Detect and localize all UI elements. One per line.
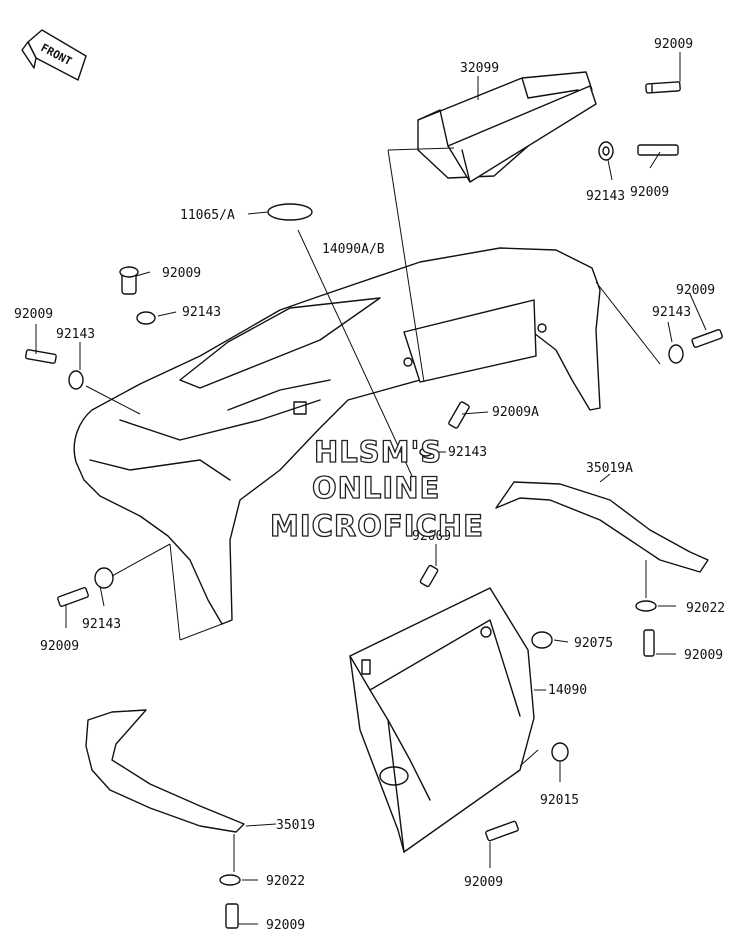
callout-92075: 92075 [574, 636, 613, 651]
callout-11065a: 11065/A [180, 208, 235, 223]
callout-labels: 92009 32099 92143 92009 11065/A 14090A/B… [14, 37, 725, 933]
part-92143-top [598, 141, 614, 161]
callout-92009-b2: 92009 [266, 918, 305, 933]
callout-92009-bl: 92009 [40, 639, 79, 654]
leader-lines [35, 52, 707, 925]
part-92143-right [668, 344, 684, 364]
part-92022-r [635, 600, 657, 612]
part-92009-right [691, 328, 723, 348]
part-92009-top2 [637, 144, 679, 156]
part-92009-left2 [119, 266, 139, 295]
part-92009-left1 [24, 349, 57, 364]
watermark-line-2: ONLINE [312, 471, 440, 505]
part-92075-plug [531, 631, 553, 649]
part-92009-bl [57, 587, 89, 607]
watermark-line-1: HLSM'S [314, 435, 442, 469]
callout-92009-left1: 92009 [14, 307, 53, 322]
callout-14090: 14090 [548, 683, 587, 698]
callout-92009-mid: 92009 [412, 529, 451, 544]
part-92143-left2 [136, 311, 156, 325]
part-14090ab-body [73, 247, 601, 625]
front-arrow-icon: FRONT [21, 29, 87, 81]
callout-92009-bot: 92009 [464, 875, 503, 890]
callout-92009-top2: 92009 [630, 185, 669, 200]
part-92009-r2 [643, 629, 655, 657]
part-92009-bot [485, 820, 519, 842]
part-92143-left1 [68, 370, 84, 390]
callout-92022-r: 92022 [686, 601, 725, 616]
callout-92009a: 92009A [492, 405, 539, 420]
callout-92143-right: 92143 [652, 305, 691, 320]
callout-92009-top: 92009 [654, 37, 693, 52]
callout-92143-left2: 92143 [182, 305, 221, 320]
callout-92009-left2: 92009 [162, 266, 201, 281]
part-32099-duct [417, 71, 597, 183]
part-14090-panel [349, 587, 535, 853]
callout-92022-b: 92022 [266, 874, 305, 889]
watermark-line-3: MICROFICHE [270, 509, 484, 543]
part-92009-mid [419, 564, 439, 588]
callout-92143-top: 92143 [586, 189, 625, 204]
callout-35019: 35019 [276, 818, 315, 833]
part-92009-top [645, 81, 681, 94]
callout-92009-r2: 92009 [684, 648, 723, 663]
part-92009-b2 [225, 903, 239, 929]
part-35019-strip [85, 709, 245, 833]
part-92022-b [219, 874, 241, 886]
part-92009a [448, 401, 470, 429]
callout-92143-mid: 92143 [448, 445, 487, 460]
callout-32099: 32099 [460, 61, 499, 76]
part-35019a-strip [495, 481, 709, 573]
callout-92143-left1: 92143 [56, 327, 95, 342]
callout-14090ab: 14090A/B [322, 242, 385, 257]
part-92015-nut [551, 742, 569, 762]
part-92143-bl [94, 567, 114, 589]
callout-92015: 92015 [540, 793, 579, 808]
callout-92143-bl: 92143 [82, 617, 121, 632]
callout-35019a: 35019A [586, 461, 633, 476]
watermark: HLSM'S ONLINE MICROFICHE [269, 434, 484, 543]
callout-92009-right: 92009 [676, 283, 715, 298]
part-11065a-cap [267, 203, 313, 221]
